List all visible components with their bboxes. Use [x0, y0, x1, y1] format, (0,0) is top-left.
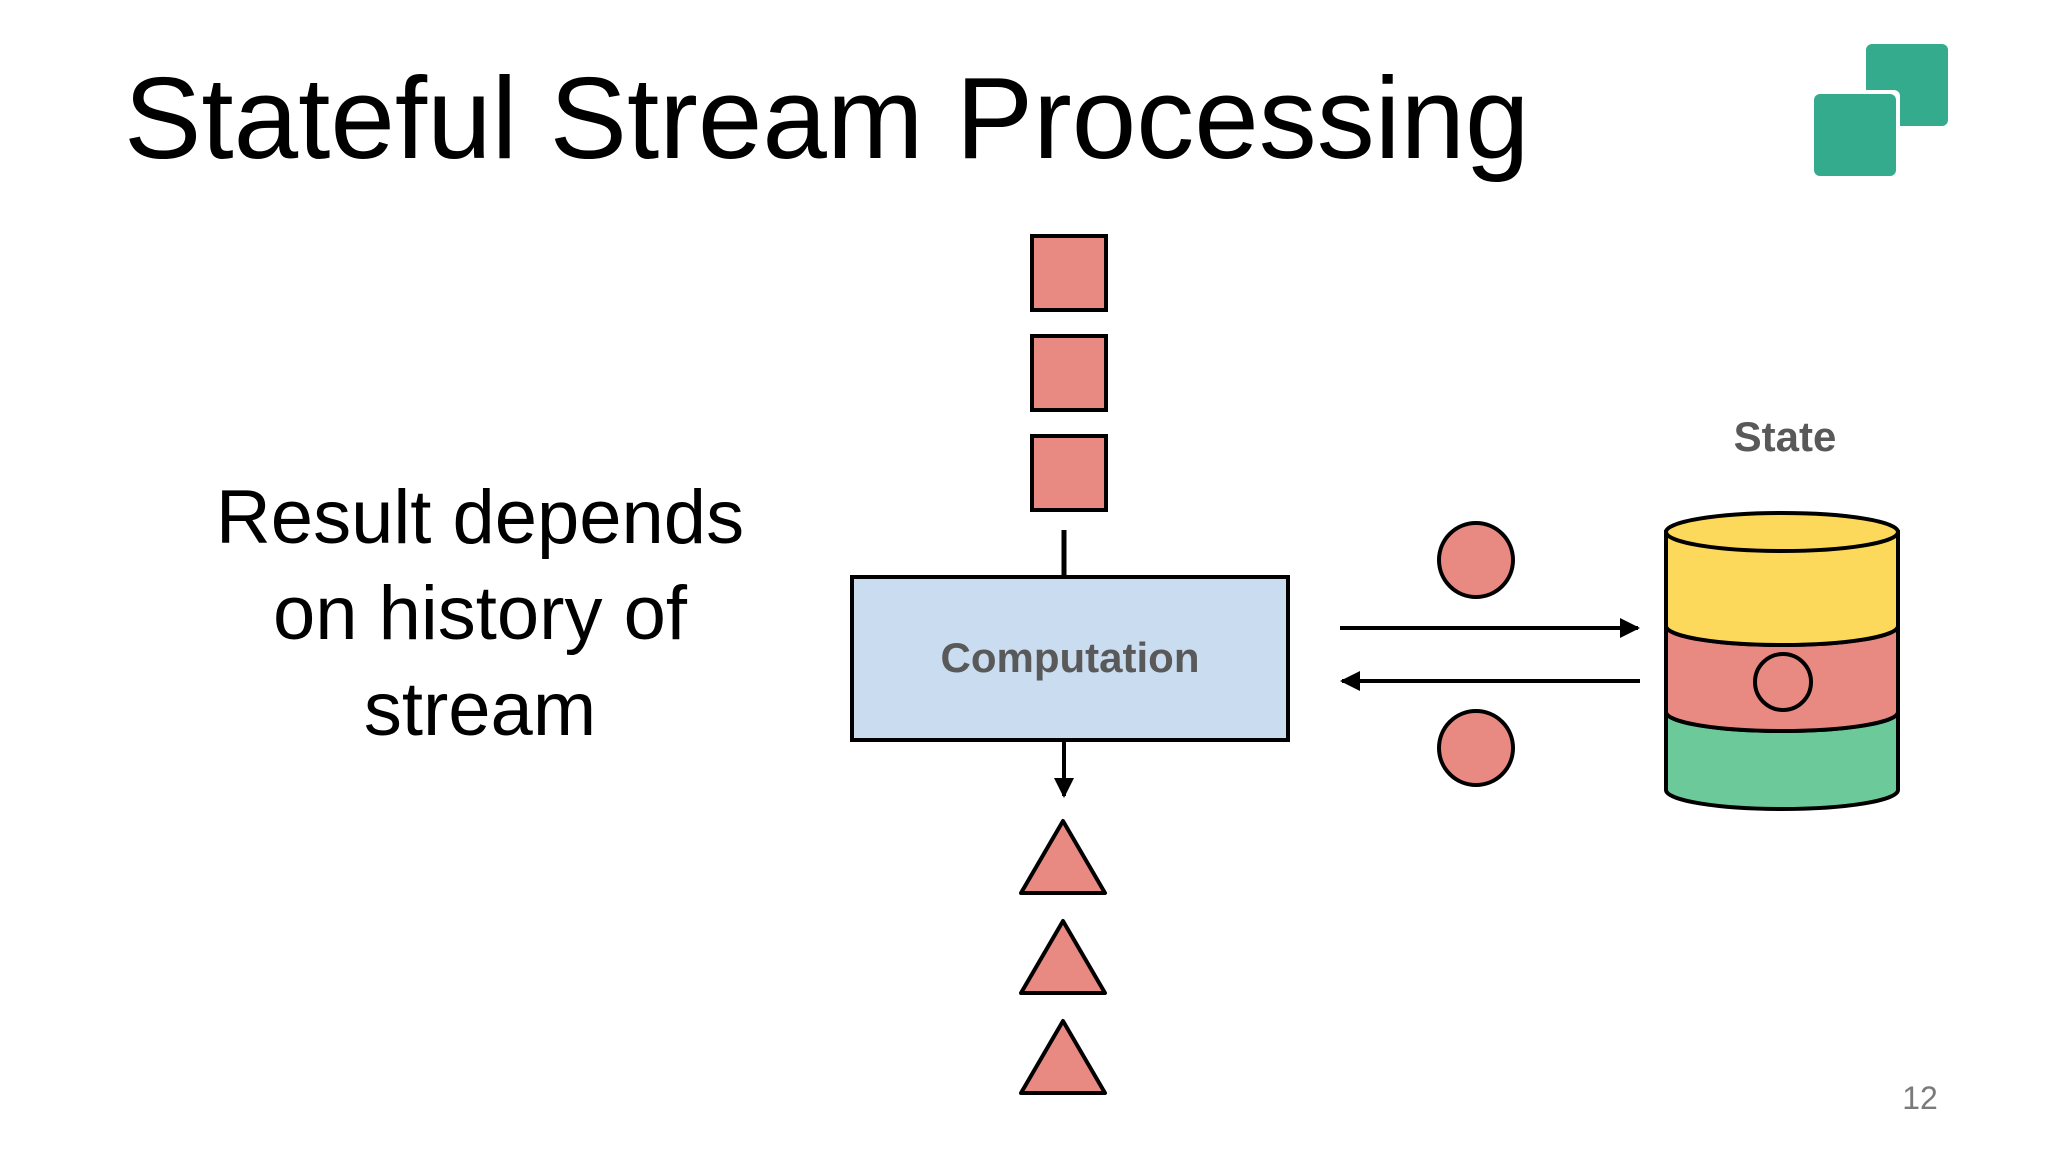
computation-label: Computation: [941, 634, 1200, 681]
state-label: State: [1734, 413, 1837, 460]
state-layer-yellow: [1664, 530, 1900, 647]
logo: [1814, 44, 1948, 176]
logo-front-square: [1814, 94, 1896, 176]
state-read-item: [1437, 709, 1515, 787]
state-write-item: [1437, 521, 1515, 599]
input-event-square: [1030, 334, 1108, 412]
output-events: [1019, 819, 1107, 1095]
input-event-square: [1030, 434, 1108, 512]
body-line-2: on history of: [273, 571, 687, 656]
output-event-triangle: [1019, 1019, 1107, 1095]
state-store: [1664, 511, 1900, 811]
computation-box: Computation: [850, 575, 1290, 742]
body-text: Result depends on history of stream: [180, 470, 780, 758]
slide-title: Stateful Stream Processing: [124, 53, 1530, 183]
state-layer-green: [1664, 710, 1900, 811]
body-line-1: Result depends: [215, 475, 745, 560]
body-line-3: stream: [363, 667, 597, 752]
state-layer-yellow-top: [1664, 511, 1900, 553]
input-event-square: [1030, 234, 1108, 312]
computation-rect: [850, 575, 1290, 742]
stored-state-item: [1753, 652, 1813, 712]
input-events: [1030, 234, 1108, 512]
page-number: 12: [1902, 1080, 1938, 1116]
output-event-triangle: [1019, 919, 1107, 995]
output-event-triangle: [1019, 819, 1107, 895]
